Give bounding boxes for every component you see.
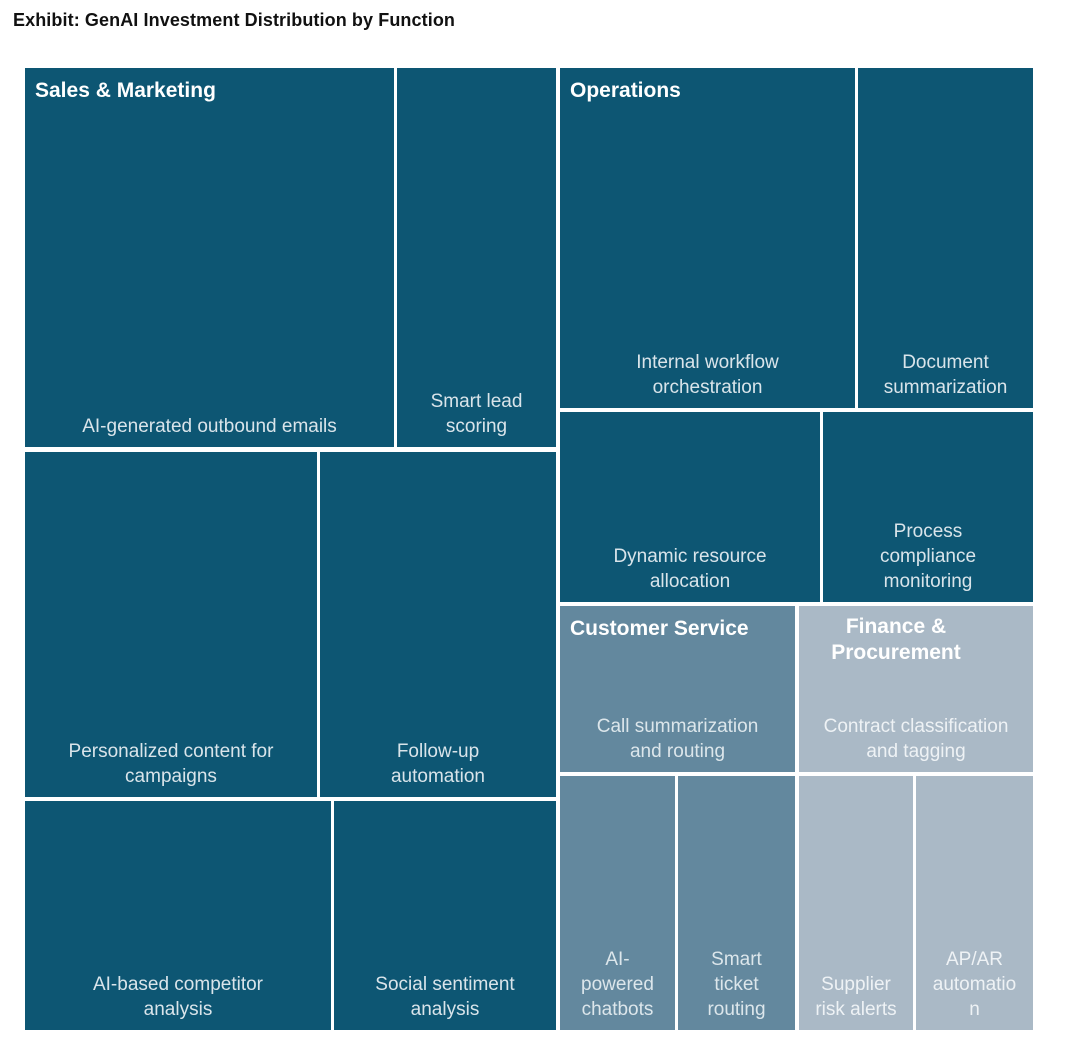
social-sentiment-analysis-label: Social sentiment analysis [375, 973, 515, 1020]
cell-document-summarization: Document summarization [858, 68, 1033, 408]
ai-powered-chatbots-label: AI-powered chatbots [581, 948, 654, 1020]
smart-ticket-routing-label: Smart ticket routing [707, 948, 766, 1020]
cell-follow-up-automation: Follow-up automation [320, 452, 556, 797]
ai-based-competitor-analysis-label: AI-based competitor analysis [92, 973, 264, 1020]
cell-call-summarization-and-routing: Customer Service Call summarization and … [560, 606, 795, 772]
dynamic-resource-allocation-label: Dynamic resource allocation [613, 545, 767, 592]
cell-process-compliance-monitoring: Process compliance monitoring [823, 412, 1033, 602]
group-header-sales-marketing: Sales & Marketing [35, 79, 216, 102]
ai-generated-outbound-emails-label: AI-generated outbound emails [82, 415, 337, 437]
cell-ap-ar-automation: AP/AR automation [916, 776, 1033, 1030]
cell-contract-classification-and-tagging: Finance & Procurement Contract classific… [799, 606, 1033, 772]
group-header-customer-service: Customer Service [570, 617, 749, 640]
cell-smart-ticket-routing: Smart ticket routing [678, 776, 795, 1030]
cell-smart-lead-scoring: Smart lead scoring [397, 68, 556, 447]
process-compliance-monitoring-label: Process compliance monitoring [879, 520, 977, 592]
contract-classification-and-tagging-label: Contract classification and tagging [823, 715, 1009, 762]
cell-ai-generated-outbound-emails: Sales & Marketing AI-generated outbound … [25, 68, 394, 447]
cell-internal-workflow-orchestration: Operations Internal workflow orchestrati… [560, 68, 855, 408]
ap-ar-automation-label: AP/AR automation [932, 948, 1017, 1020]
supplier-risk-alerts-label: Supplier risk alerts [815, 973, 897, 1020]
internal-workflow-orchestration-label: Internal workflow orchestration [636, 351, 779, 398]
document-summarization-label: Document summarization [883, 351, 1008, 398]
treemap-chart: Sales & Marketing AI-generated outbound … [25, 68, 1033, 1030]
personalized-content-for-campaigns-label: Personalized content for campaigns [68, 740, 274, 787]
cell-ai-powered-chatbots: AI-powered chatbots [560, 776, 675, 1030]
call-summarization-and-routing-label: Call summarization and routing [596, 715, 759, 762]
group-header-operations: Operations [570, 79, 681, 102]
group-header-finance-procurement: Finance & Procurement [831, 615, 961, 665]
cell-personalized-content-for-campaigns: Personalized content for campaigns [25, 452, 317, 797]
cell-supplier-risk-alerts: Supplier risk alerts [799, 776, 913, 1030]
cell-social-sentiment-analysis: Social sentiment analysis [334, 801, 556, 1030]
cell-ai-based-competitor-analysis: AI-based competitor analysis [25, 801, 331, 1030]
follow-up-automation-label: Follow-up automation [390, 740, 485, 787]
page-title: Exhibit: GenAI Investment Distribution b… [13, 10, 456, 30]
cell-dynamic-resource-allocation: Dynamic resource allocation [560, 412, 820, 602]
smart-lead-scoring-label: Smart lead scoring [430, 390, 523, 437]
